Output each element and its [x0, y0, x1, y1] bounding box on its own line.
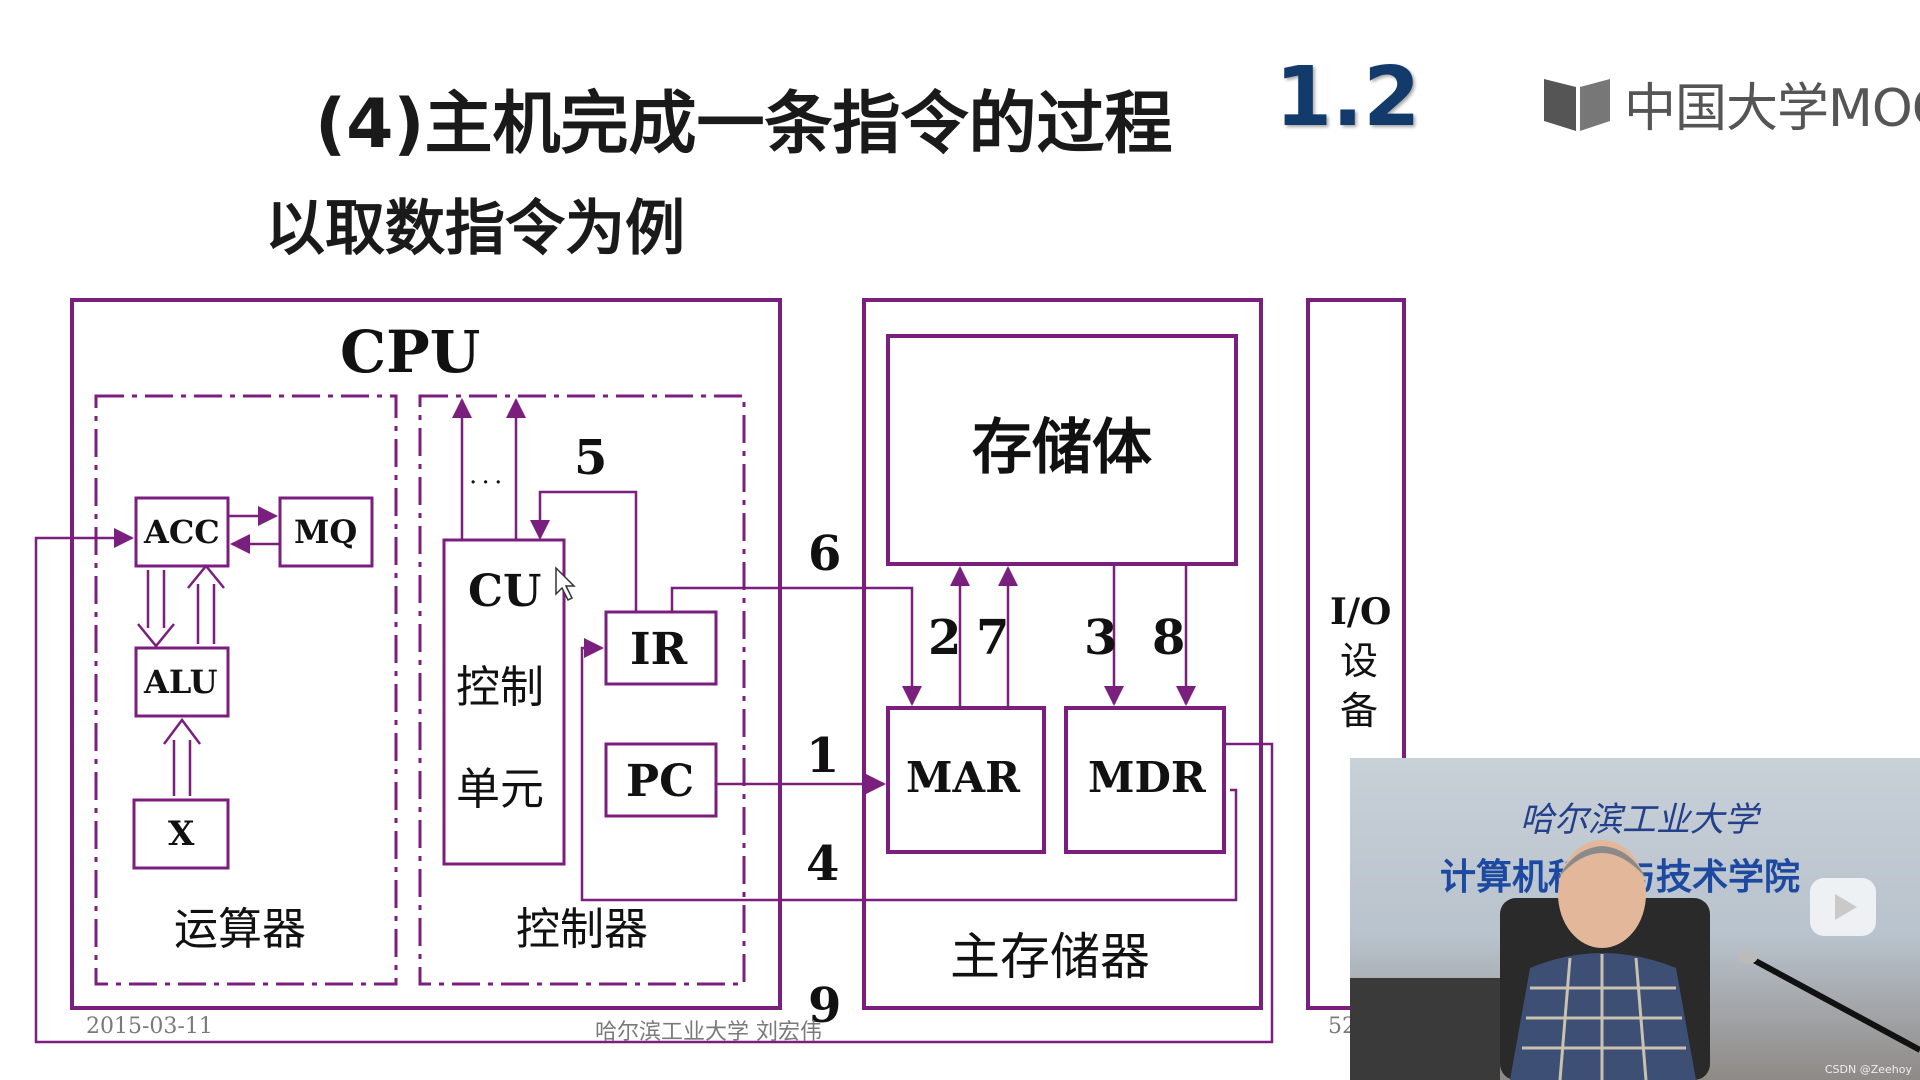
step-8: 8 — [1152, 610, 1185, 666]
control-group-label: 控制器 — [516, 904, 648, 955]
step-7: 7 — [976, 610, 1009, 666]
slide-title: (4)主机完成一条指令的过程 — [315, 85, 1173, 164]
pc-label: PC — [626, 756, 694, 807]
mouse-cursor-icon — [555, 566, 576, 602]
mq-box — [278, 496, 374, 568]
play-icon[interactable] — [1810, 878, 1876, 936]
main-memory-box — [862, 298, 1263, 1010]
mq-label: MQ — [294, 513, 357, 551]
mooc-logo-text: 中国大学MOOC — [1624, 78, 1920, 139]
storage-box — [886, 334, 1238, 566]
io-label-line1: I/O — [1330, 591, 1391, 633]
mdr-label: MDR — [1088, 753, 1207, 802]
cu-label: CU — [468, 566, 541, 617]
mar-label: MAR — [906, 753, 1021, 802]
mooc-logo: 中国大学MOOC — [1540, 68, 1920, 139]
step-1: 1 — [806, 728, 839, 784]
cpu-label: CPU — [340, 318, 480, 386]
footer-date: 2015-03-11 — [86, 1014, 213, 1039]
ir-box — [604, 610, 718, 686]
presenter-figure — [1350, 840, 1920, 1080]
mar-box — [886, 706, 1046, 854]
io-label-line2: 设 — [1340, 639, 1378, 683]
storage-label: 存储体 — [972, 413, 1152, 483]
cu-box — [442, 538, 566, 866]
step-4: 4 — [806, 836, 839, 892]
mooc-book-icon — [1544, 79, 1610, 131]
io-label-line3: 备 — [1340, 689, 1378, 733]
ir-label: IR — [630, 624, 688, 675]
step-6: 6 — [808, 526, 841, 582]
alu-box — [134, 646, 230, 718]
main-memory-label: 主存储器 — [950, 928, 1150, 986]
cu-unit-label: 单元 — [456, 764, 544, 815]
footer-author: 哈尔滨工业大学 刘宏伟 — [595, 1020, 822, 1045]
presenter-video-overlay[interactable]: 哈尔滨工业大学 计算机科学与技术学院 CSDN @Zeehoy — [1350, 758, 1920, 1080]
alu-group-box — [94, 394, 398, 986]
webcam-credit: CSDN @Zeehoy — [1824, 1063, 1912, 1076]
step-9: 9 — [808, 978, 841, 1034]
mdr-box — [1064, 706, 1226, 854]
slide-subtitle: 以取数指令为例 — [265, 194, 685, 264]
cu-ctrl-label: 控制 — [456, 662, 544, 713]
pc-box — [604, 742, 718, 818]
step-2: 2 — [928, 610, 961, 666]
control-group-box — [418, 394, 746, 986]
acc-box — [134, 496, 230, 568]
step-5: 5 — [574, 430, 607, 486]
x-box — [132, 798, 230, 870]
cu-ellipsis: · · · — [470, 472, 501, 493]
alu-group-label: 运算器 — [174, 904, 306, 955]
acc-label: ACC — [143, 513, 220, 551]
x-label: X — [168, 814, 195, 854]
cpu-box — [70, 298, 782, 1010]
webcam-school-sign: 哈尔滨工业大学 — [1520, 800, 1758, 840]
step-3: 3 — [1084, 610, 1117, 666]
slide-number: 1.2 — [1275, 50, 1421, 145]
alu-label: ALU — [143, 663, 218, 701]
